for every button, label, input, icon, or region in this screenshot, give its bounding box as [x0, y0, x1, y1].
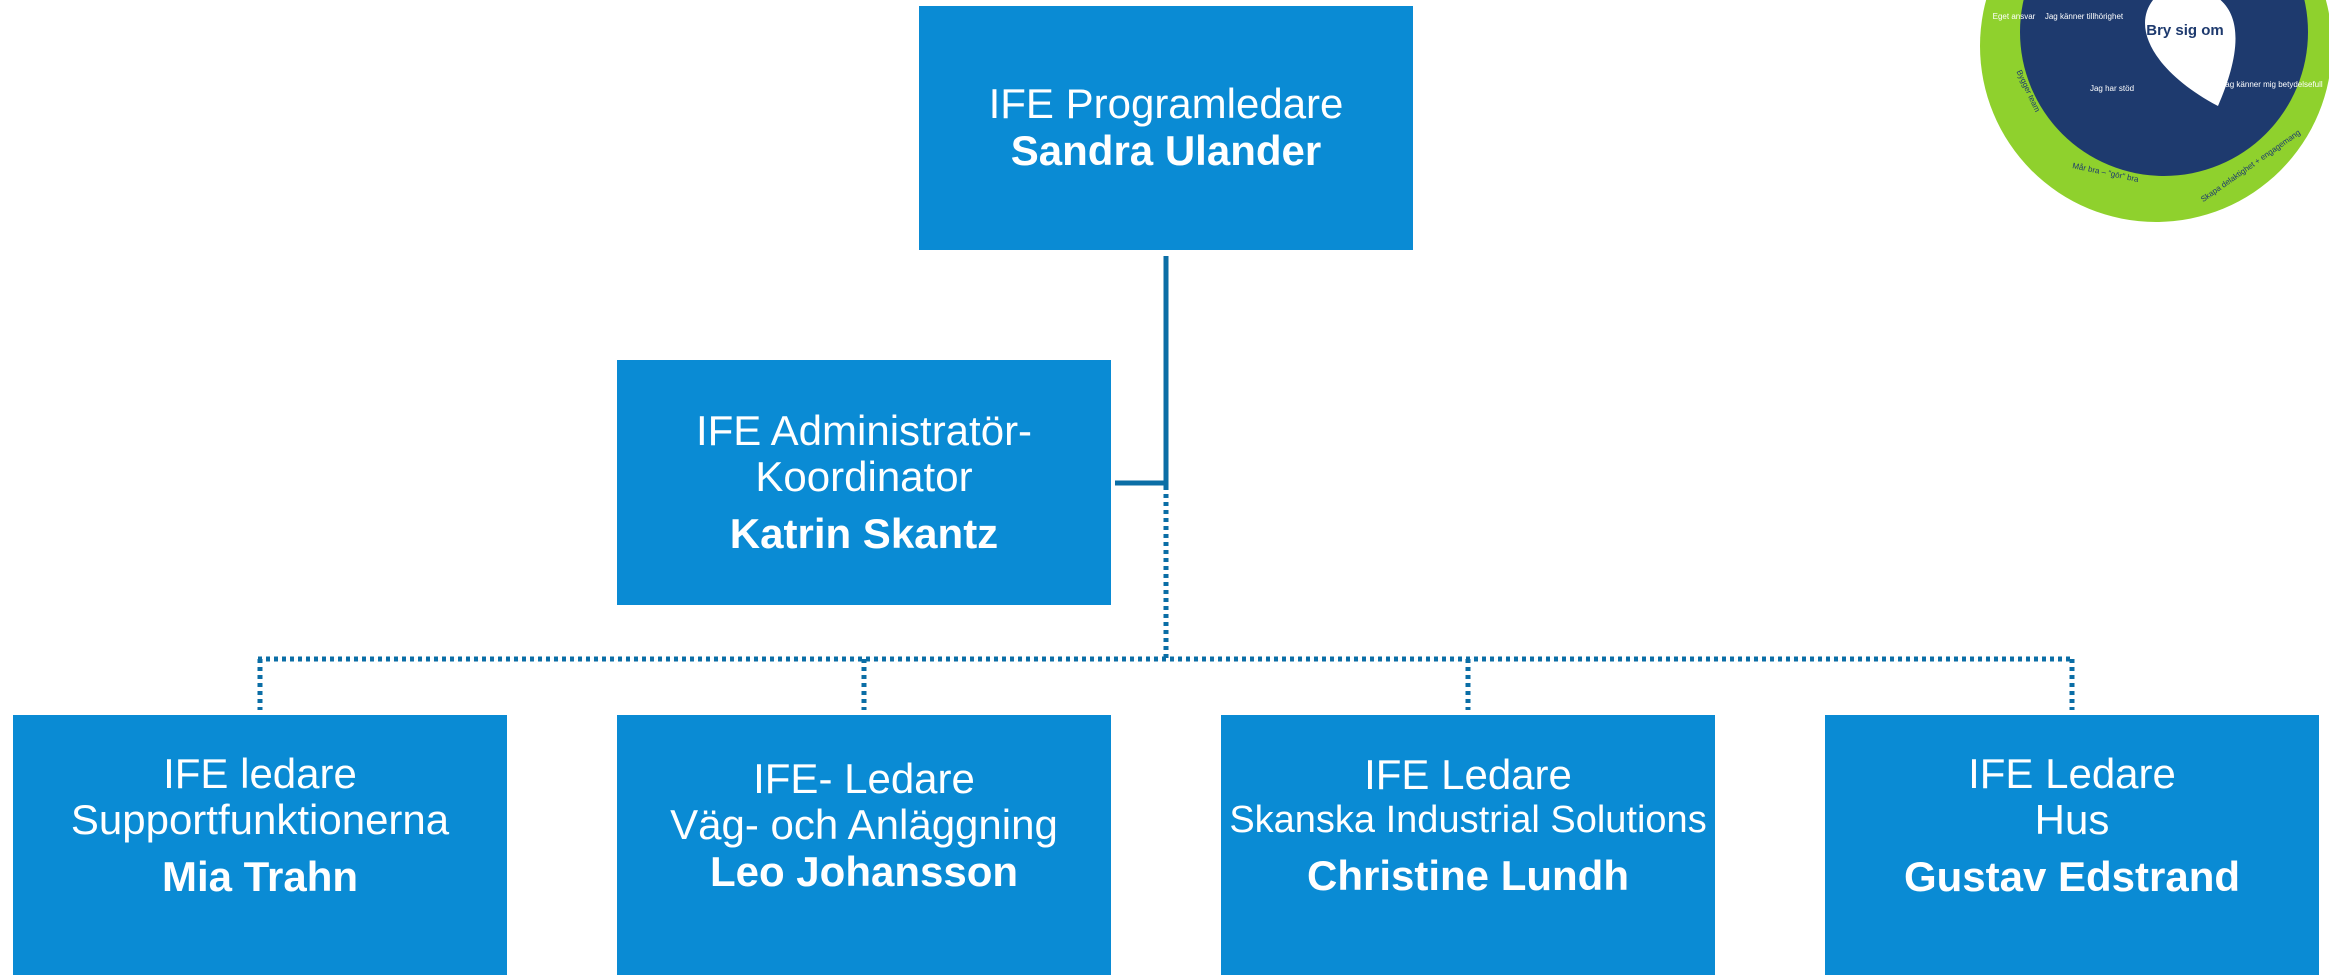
emblem-inner-circle — [2020, 0, 2308, 176]
leader-name: Gustav Edstrand — [1903, 853, 2241, 900]
admin-coordinator-box: IFE Administratör- Koordinator Katrin Sk… — [617, 360, 1111, 605]
admin-name: Katrin Skantz — [729, 509, 999, 557]
leader-role-line2: Skanska Industrial Solutions — [1229, 799, 1707, 841]
leader-name: Leo Johansson — [709, 848, 1019, 895]
emblem-inner-label-4: Eget ansvar — [1993, 12, 2036, 21]
leader-role-line1: IFE ledare — [163, 750, 357, 797]
program-leader-name: Sandra Ulander — [1010, 127, 1322, 174]
leader-role-line1: IFE Ledare — [1364, 751, 1572, 798]
leader-role-line1: IFE- Ledare — [753, 755, 975, 802]
leader-name: Mia Trahn — [161, 853, 359, 900]
emblem-inner-label-2: Jag har stöd — [2090, 84, 2134, 93]
leader-box-house: IFE Ledare Hus Gustav Edstrand — [1825, 715, 2319, 975]
program-leader-role: IFE Programledare — [988, 80, 1344, 127]
leader-role-line2: Hus — [2034, 796, 2110, 843]
admin-role-line2: Koordinator — [755, 452, 973, 500]
emblem-inner-label-3: Jag känner mig betydelsefull — [2221, 80, 2323, 89]
leader-box-industrial: IFE Ledare Skanska Industrial Solutions … — [1221, 715, 1715, 975]
leader-role-line1: IFE Ledare — [1968, 750, 2176, 797]
leader-box-support: IFE ledare Supportfunktionerna Mia Trahn — [13, 715, 507, 975]
emblem-center-label: Bry sig om — [2146, 22, 2224, 39]
leader-name: Christine Lundh — [1307, 852, 1629, 899]
emblem-inner-label-1: Jag känner tillhörighet — [2045, 12, 2124, 21]
care-emblem: Bry sig om Jag känner tillhörighet Jag h… — [1980, 0, 2329, 222]
leader-role-line2: Supportfunktionerna — [70, 796, 450, 843]
admin-role-line1: IFE Administratör- — [695, 406, 1033, 454]
leader-box-infrastructure: IFE- Ledare Väg- och Anläggning Leo Joha… — [617, 715, 1111, 975]
leader-role-line2: Väg- och Anläggning — [670, 801, 1058, 848]
program-leader-box: IFE Programledare Sandra Ulander — [919, 6, 1413, 250]
heart-icon — [2145, 0, 2236, 106]
